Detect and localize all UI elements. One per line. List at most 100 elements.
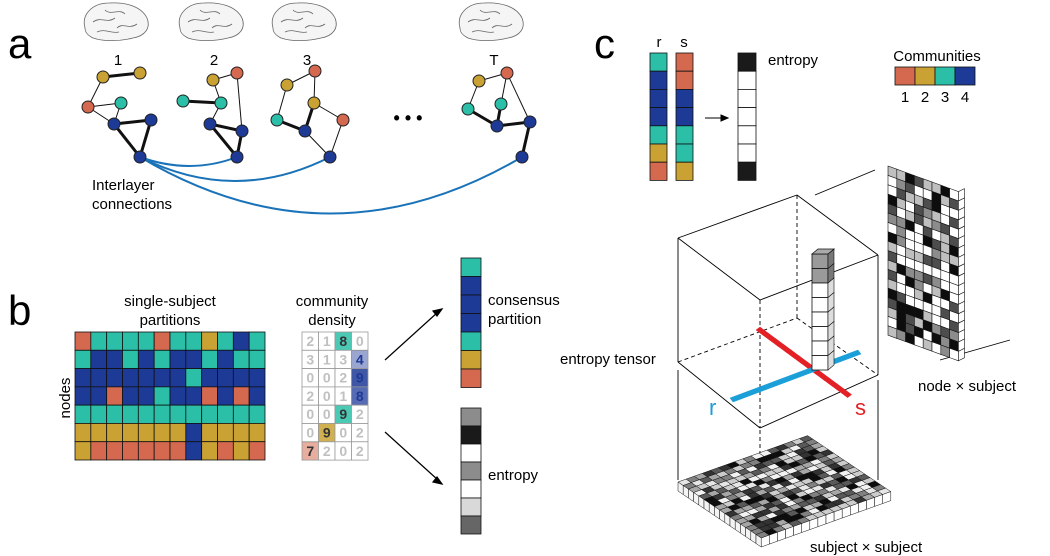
entropy-cell (460, 515, 482, 535)
s-cell (675, 52, 694, 72)
entropy-cell (737, 125, 757, 145)
partition-cell (74, 349, 92, 369)
entropy-cell (460, 479, 482, 499)
network-node (500, 66, 514, 80)
partition-cell (74, 441, 92, 461)
partition-cell (169, 404, 187, 424)
entropy-tensor-label: entropy tensor (560, 351, 656, 368)
entropy-column-c (737, 52, 757, 181)
density-value: 2 (323, 443, 331, 459)
density-value: 9 (356, 370, 364, 386)
partition-cell (90, 386, 108, 406)
partition-cell (137, 386, 155, 406)
partition-cell (232, 386, 250, 406)
interlayer-label-line1: Interlayer (92, 177, 155, 194)
network-node (230, 66, 244, 80)
partition-cell (201, 386, 218, 406)
network-node (298, 124, 312, 138)
partition-cell (106, 404, 123, 424)
partition-cell (74, 404, 92, 424)
entropy-cell (737, 161, 757, 181)
partition-cell (90, 404, 108, 424)
s-red-bar (755, 326, 853, 398)
partition-cell (169, 423, 187, 443)
partition-cell (74, 331, 92, 351)
partition-cell (90, 368, 108, 388)
partition-cell (137, 368, 155, 388)
network-node (230, 150, 244, 164)
partition-cell (137, 423, 155, 443)
network-node (114, 96, 128, 110)
consensus-partition-column (460, 257, 482, 388)
r-cell (649, 161, 668, 181)
partition-cell (248, 349, 266, 369)
r-cell (649, 125, 668, 145)
s-cell (675, 89, 694, 109)
partition-cell (153, 423, 171, 443)
tower-cell (811, 311, 829, 327)
density-value: 8 (356, 388, 364, 404)
network-layer (176, 66, 249, 164)
entropy-cell (460, 443, 482, 463)
entropy-column-b (460, 407, 482, 535)
community-density-line1: community (296, 293, 369, 310)
density-value: 0 (323, 388, 331, 404)
entropy-tower (810, 248, 836, 371)
partition-cell (217, 386, 234, 406)
partition-cell (153, 331, 171, 351)
partition-cell (122, 423, 139, 443)
interlayer-label-line2: connections (92, 196, 172, 213)
legend-number-2: 2 (921, 89, 929, 106)
s-cell (675, 143, 694, 163)
partition-cell (185, 441, 203, 461)
partition-cell (217, 331, 234, 351)
density-value: 0 (339, 425, 347, 441)
s-cell (675, 107, 694, 127)
blue-segment (849, 349, 862, 358)
s-cell (675, 161, 694, 181)
tower-cell (811, 326, 829, 342)
density-value: 1 (339, 388, 347, 404)
partition-cell (122, 368, 139, 388)
subject-subject-edge (755, 534, 762, 548)
consensus-label-line1: consensus (488, 292, 560, 309)
partition-cell (169, 386, 187, 406)
density-value: 3 (306, 351, 314, 367)
entropy-cell (737, 89, 757, 109)
entropy-cell (737, 70, 757, 90)
network-node (96, 70, 110, 84)
partition-cell (185, 368, 203, 388)
tower-cell (811, 253, 829, 269)
network-node (133, 66, 147, 80)
partition-cell (169, 349, 187, 369)
network-node (336, 113, 350, 127)
entropy-label-c: entropy (768, 52, 819, 69)
consensus-cell (460, 331, 482, 351)
tower-cell (811, 355, 829, 371)
density-value: 3 (339, 351, 347, 367)
density-value: 2 (306, 388, 314, 404)
entropy-cell (460, 407, 482, 427)
partition-cell (232, 331, 250, 351)
tower-cell (811, 340, 829, 356)
consensus-cell (460, 276, 482, 296)
subject-subject-label: subject × subject (810, 539, 923, 556)
legend-number-4: 4 (961, 89, 969, 106)
network-edge (236, 72, 243, 132)
network-node (203, 117, 217, 131)
tower-cell (811, 297, 829, 313)
community-density-line2: density (308, 312, 356, 329)
panel-a-label: a (8, 20, 32, 67)
partition-cell (248, 368, 266, 388)
brain-icons (83, 2, 524, 42)
density-value: 0 (323, 370, 331, 386)
partition-cell (137, 441, 155, 461)
partition-cell (153, 404, 171, 424)
tower-top (810, 248, 836, 255)
density-value: 8 (339, 333, 347, 349)
density-value: 2 (306, 333, 314, 349)
consensus-cell (460, 368, 482, 388)
entropy-cell (460, 497, 482, 517)
density-value: 7 (306, 443, 314, 459)
entropy-cell (737, 107, 757, 127)
